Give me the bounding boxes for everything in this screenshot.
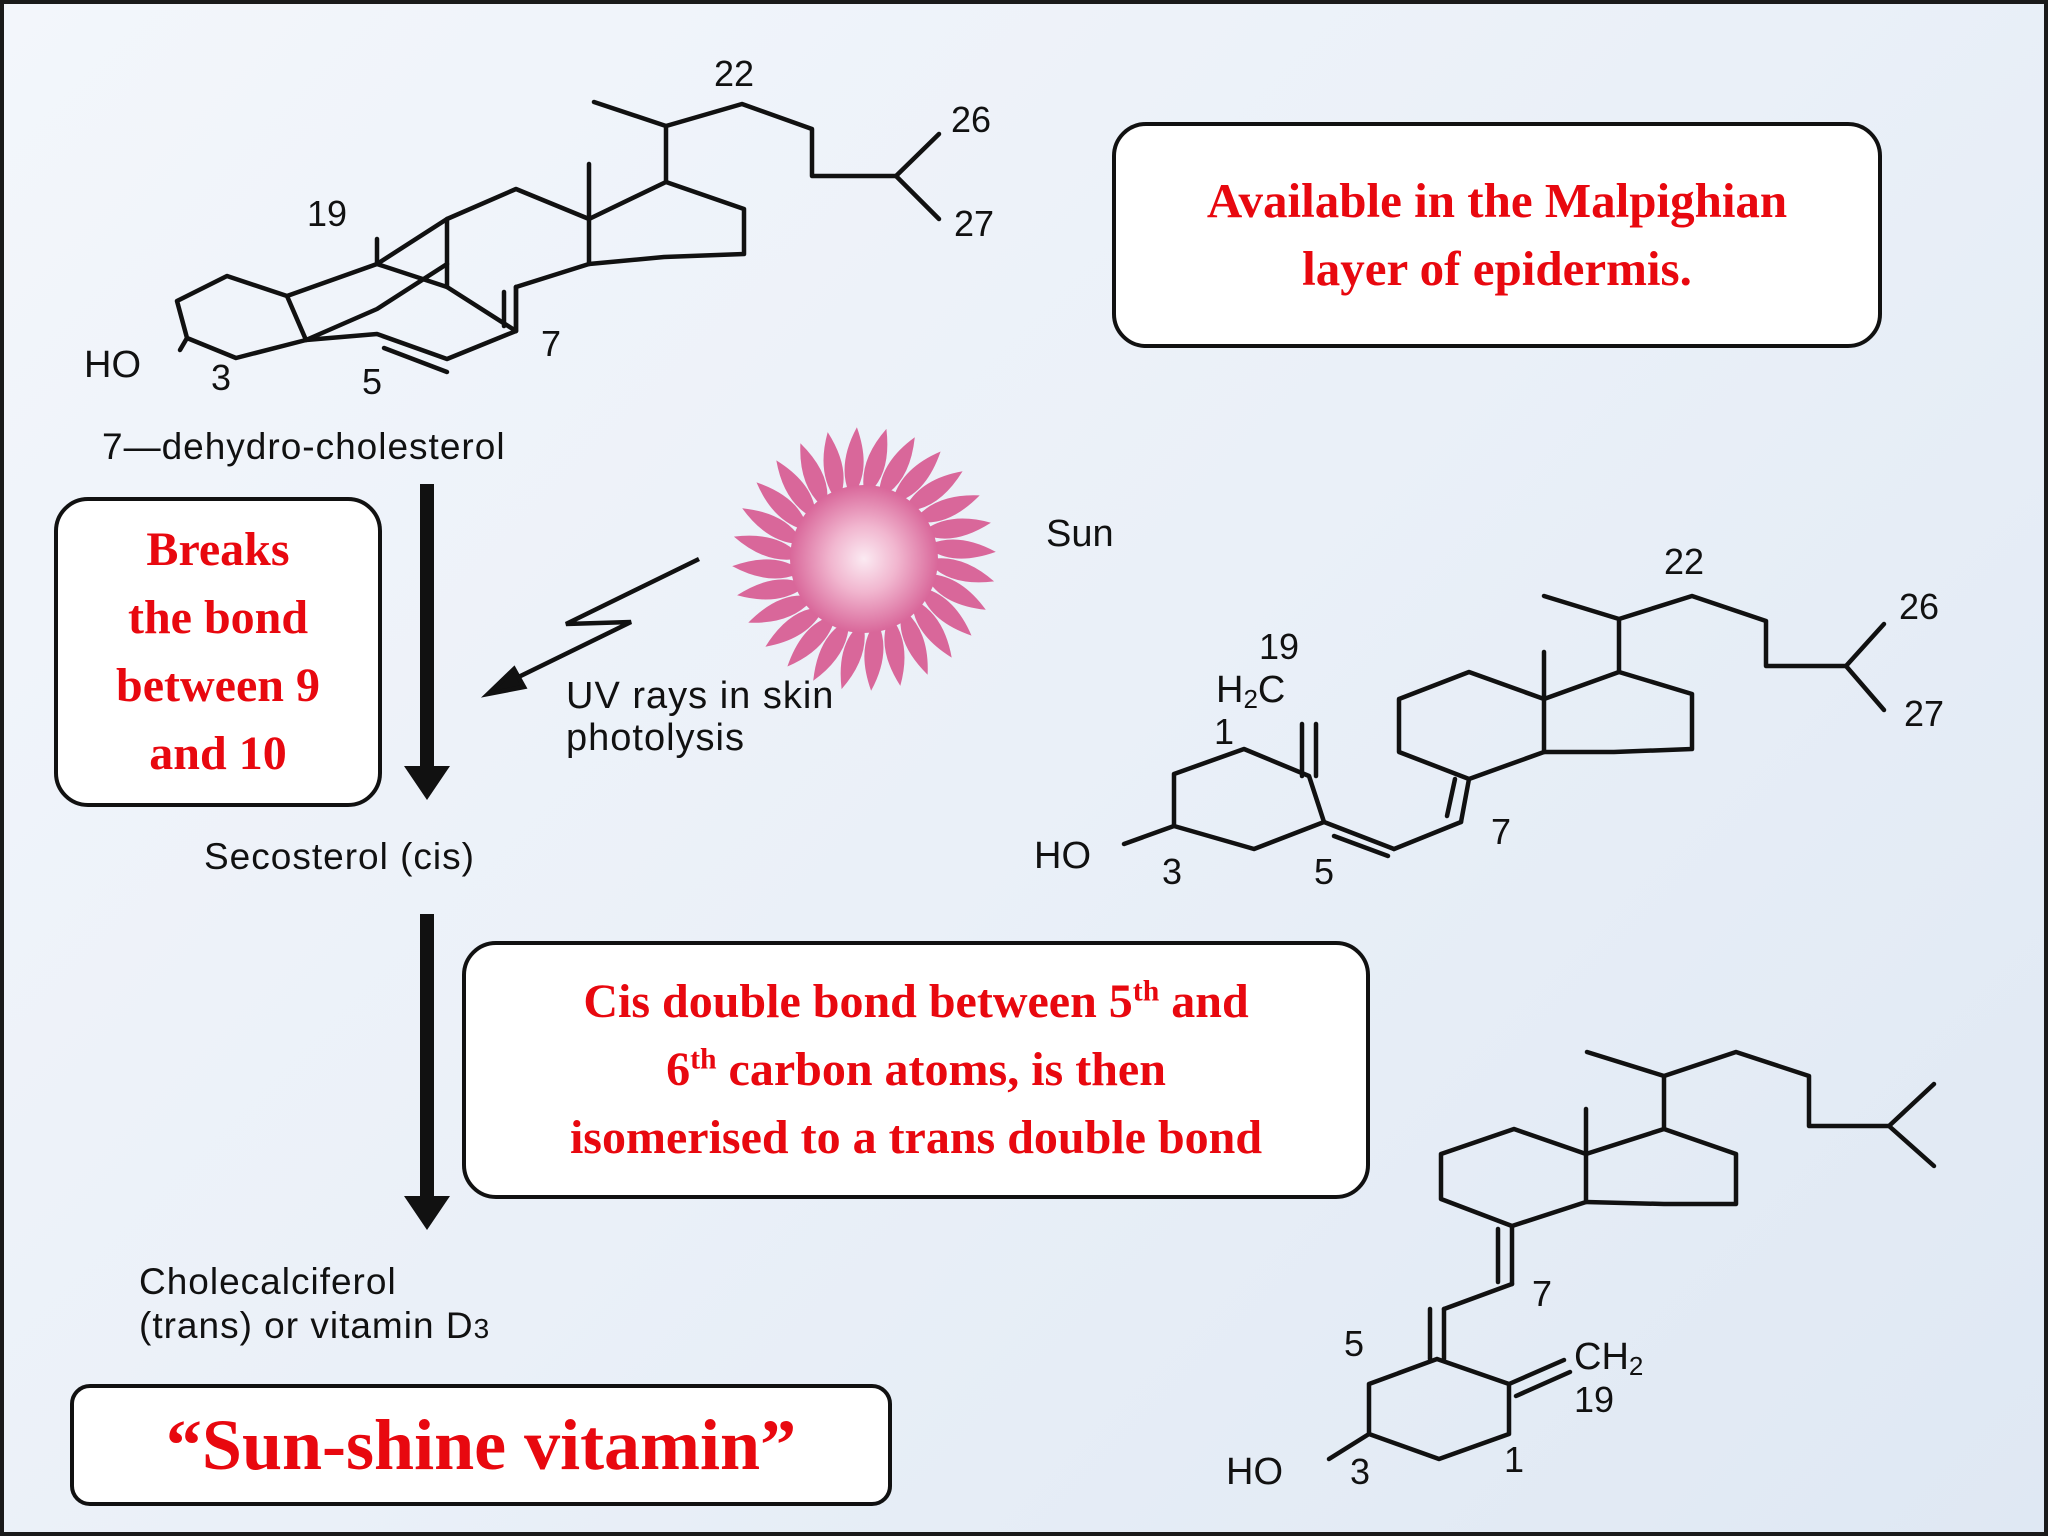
molecule-cholecalciferol bbox=[1326, 1049, 1937, 1462]
m3-c3: 3 bbox=[1350, 1451, 1370, 1492]
m3-ch2: CH2 bbox=[1574, 1336, 1643, 1381]
isomerisation-text-3: isomerised to a trans double bond bbox=[569, 1111, 1263, 1164]
location-box: Available in the Malpighian layer of epi… bbox=[1112, 122, 1882, 348]
m2-ho: HO bbox=[1034, 835, 1091, 877]
m3-ho: HO bbox=[1226, 1451, 1283, 1493]
compound3-label-2: (trans) or vitamin D3 bbox=[139, 1305, 490, 1346]
m3-c19: 19 bbox=[1574, 1379, 1614, 1420]
nickname-box: “Sun-shine vitamin” bbox=[70, 1384, 892, 1506]
bond-break-text-4: and 10 bbox=[149, 727, 287, 780]
compound1-label: 7—dehydro-cholesterol bbox=[102, 426, 506, 467]
bond-break-text-3: between 9 bbox=[116, 659, 320, 712]
m2-c22: 22 bbox=[1664, 541, 1704, 582]
compound2-label: Secosterol (cis) bbox=[204, 836, 475, 877]
arrow-2 bbox=[404, 914, 450, 1230]
molecule-secosterol bbox=[1121, 593, 1887, 859]
m3-c1: 1 bbox=[1504, 1439, 1524, 1480]
location-text-2: layer of epidermis. bbox=[1302, 241, 1692, 296]
uv-label-1: UV rays in skin bbox=[566, 675, 834, 717]
m1-c5: 5 bbox=[362, 361, 382, 402]
location-text-1: Available in the Malpighian bbox=[1206, 173, 1788, 228]
bond-break-text-1: Breaks bbox=[146, 523, 290, 576]
m3-c7: 7 bbox=[1532, 1273, 1552, 1314]
m2-c26: 26 bbox=[1899, 586, 1939, 627]
m2-h2c: H2C bbox=[1216, 669, 1285, 714]
uv-label-2: photolysis bbox=[566, 717, 745, 759]
arrow-1 bbox=[404, 484, 450, 800]
m1-c22: 22 bbox=[714, 53, 754, 94]
m1-ho: HO bbox=[84, 344, 141, 386]
isomerisation-text-2: 6th carbon atoms, is then bbox=[666, 1042, 1166, 1096]
uv-bolt-icon bbox=[480, 556, 700, 698]
isomerisation-box: Cis double bond between 5th and 6th carb… bbox=[462, 941, 1370, 1199]
m1-c27: 27 bbox=[954, 203, 994, 244]
bond-break-text-2: the bond bbox=[127, 591, 309, 644]
isomerisation-text-1: Cis double bond between 5th and bbox=[583, 974, 1249, 1028]
m1-c3: 3 bbox=[211, 357, 231, 398]
m2-c1: 1 bbox=[1214, 711, 1234, 752]
m1-c7: 7 bbox=[541, 323, 561, 364]
m2-c27: 27 bbox=[1904, 693, 1944, 734]
molecule-7-dehydrocholesterol bbox=[174, 99, 942, 375]
m1-c19: 19 bbox=[307, 193, 347, 234]
sun-icon bbox=[732, 427, 996, 691]
m2-c19: 19 bbox=[1259, 626, 1299, 667]
reaction-diagram: HO 3 5 7 19 22 26 27 7—dehydro-cholester… bbox=[84, 53, 1944, 1493]
sun-label: Sun bbox=[1046, 513, 1114, 555]
bond-break-box: Breaks the bond between 9 and 10 bbox=[54, 497, 382, 807]
nickname-text: “Sun-shine vitamin” bbox=[165, 1404, 797, 1485]
m3-c5: 5 bbox=[1344, 1323, 1364, 1364]
ring-a bbox=[174, 273, 309, 361]
m2-c3: 3 bbox=[1162, 851, 1182, 892]
m2-c5: 5 bbox=[1314, 851, 1334, 892]
m2-c7: 7 bbox=[1491, 811, 1511, 852]
m1-c26: 26 bbox=[951, 99, 991, 140]
compound3-label-1: Cholecalciferol bbox=[139, 1261, 397, 1302]
sun-core bbox=[790, 485, 938, 633]
